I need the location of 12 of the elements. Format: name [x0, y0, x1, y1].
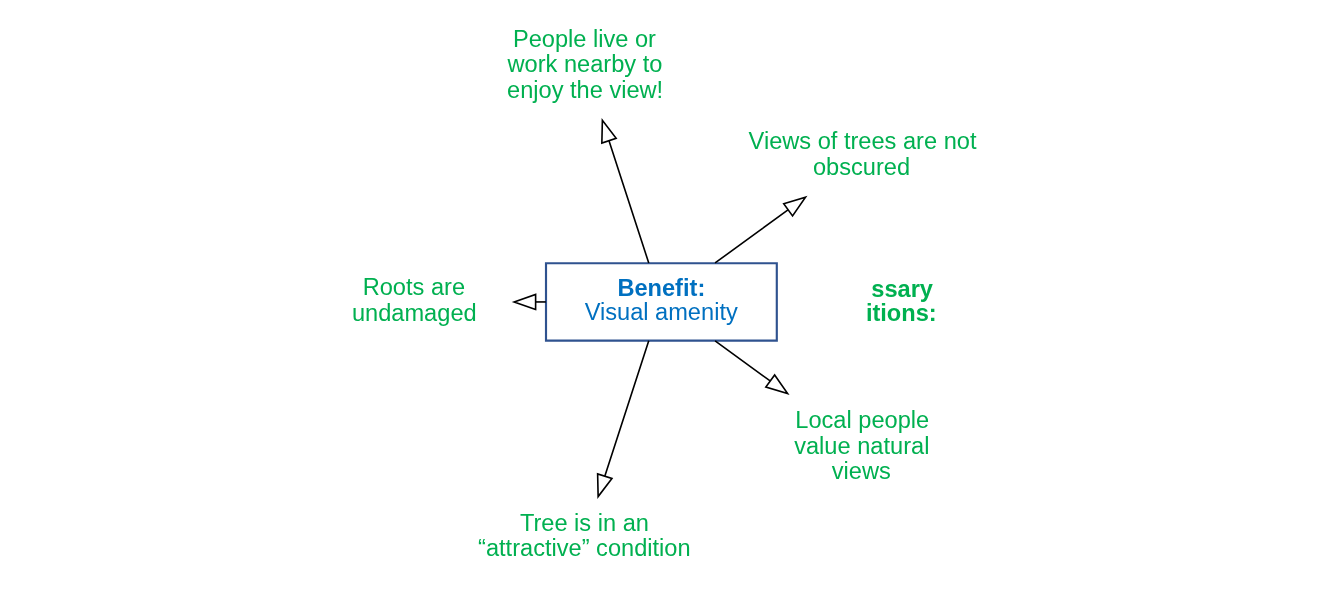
node-text: Local people value natural views [794, 406, 930, 485]
node-text: Tree is in an “attractive” condition [478, 509, 691, 562]
arrow [714, 195, 808, 264]
arrow [511, 293, 547, 311]
node-text: Views of trees are not obscured [748, 128, 977, 181]
node-text: People live or work nearby to enjoy the view! [507, 25, 664, 104]
arrow [601, 117, 650, 264]
label: ssary itions: [865, 276, 937, 326]
arrow [596, 340, 650, 499]
node-text: Roots are undamaged [351, 274, 477, 326]
arrow [714, 340, 790, 396]
node-box: Benefit: Visual amenity [544, 262, 778, 342]
